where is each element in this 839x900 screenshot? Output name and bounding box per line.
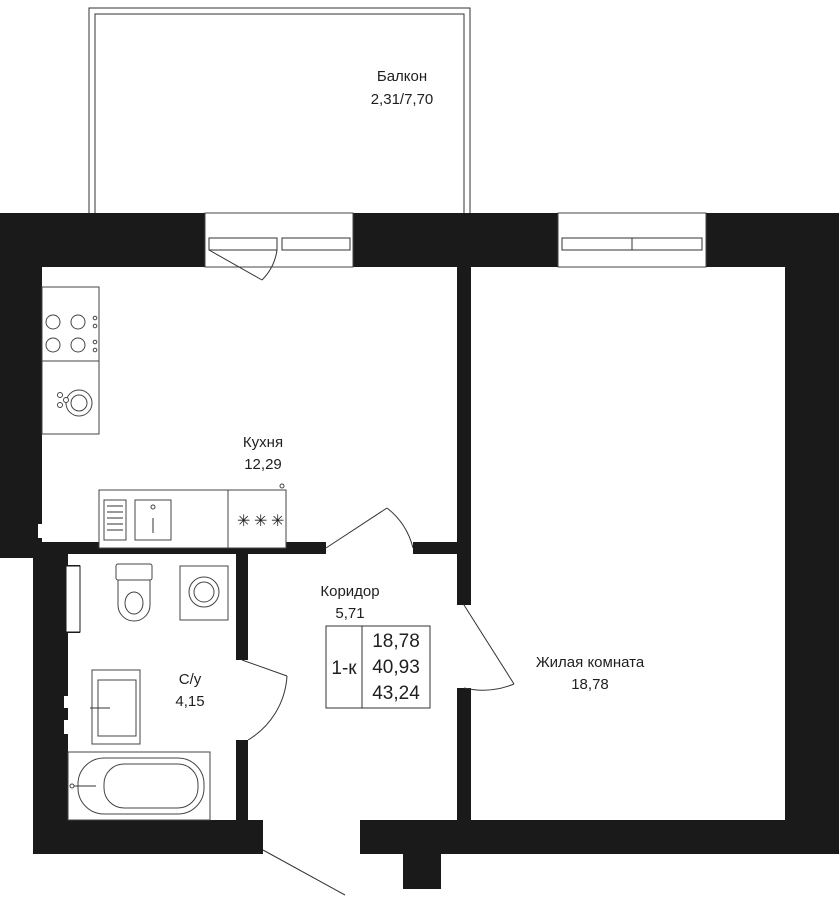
bathroom-name: С/у	[179, 671, 202, 688]
corridor-area: 5,71	[335, 605, 364, 622]
cooktop-icon: ✳ ✳ ✳	[237, 483, 285, 530]
washbasin-icon	[90, 669, 141, 745]
balcony-area: 2,31/7,70	[371, 91, 434, 108]
svg-text:✳: ✳	[254, 513, 267, 530]
walls	[0, 213, 839, 889]
kitchen-name: Кухня	[243, 434, 283, 451]
living-area: 18,78	[571, 676, 609, 693]
balcony-door	[204, 212, 354, 281]
corridor-label: Коридор 5,71	[320, 583, 379, 622]
washing-machine-icon	[179, 565, 229, 621]
wall-notches	[38, 500, 81, 734]
living-area-value: 18,78	[372, 631, 420, 652]
kitchen-label: Кухня 12,29	[243, 434, 283, 473]
stove-icon	[41, 286, 100, 362]
living-label: Жилая комната 18,78	[536, 654, 645, 693]
balcony-name: Балкон	[377, 68, 427, 85]
living-name: Жилая комната	[536, 654, 645, 671]
bathroom-label: С/у 4,15	[175, 671, 204, 710]
area-summary-box: 1-к 18,78 40,93 43,24	[325, 625, 431, 709]
total-area-value: 40,93	[372, 657, 420, 678]
corridor-door	[325, 507, 414, 549]
bathroom-door	[241, 659, 288, 741]
entrance-door	[262, 849, 346, 896]
toilet-icon	[115, 563, 153, 622]
kitchen-area: 12,29	[244, 456, 282, 473]
balcony-outline	[88, 7, 471, 215]
svg-text:✳: ✳	[237, 513, 250, 530]
svg-text:✳: ✳	[271, 513, 284, 530]
oven-icon	[41, 360, 100, 435]
bathroom-area: 4,15	[175, 693, 204, 710]
bathtub-icon	[67, 751, 211, 821]
total-with-balcony-value: 43,24	[372, 683, 420, 704]
sink-icon	[103, 499, 172, 541]
living-window	[557, 212, 707, 268]
corridor-name: Коридор	[320, 583, 379, 600]
balcony-label: Балкон 2,31/7,70	[371, 68, 434, 108]
apartment-type: 1-к	[331, 658, 357, 679]
living-door	[463, 604, 515, 691]
